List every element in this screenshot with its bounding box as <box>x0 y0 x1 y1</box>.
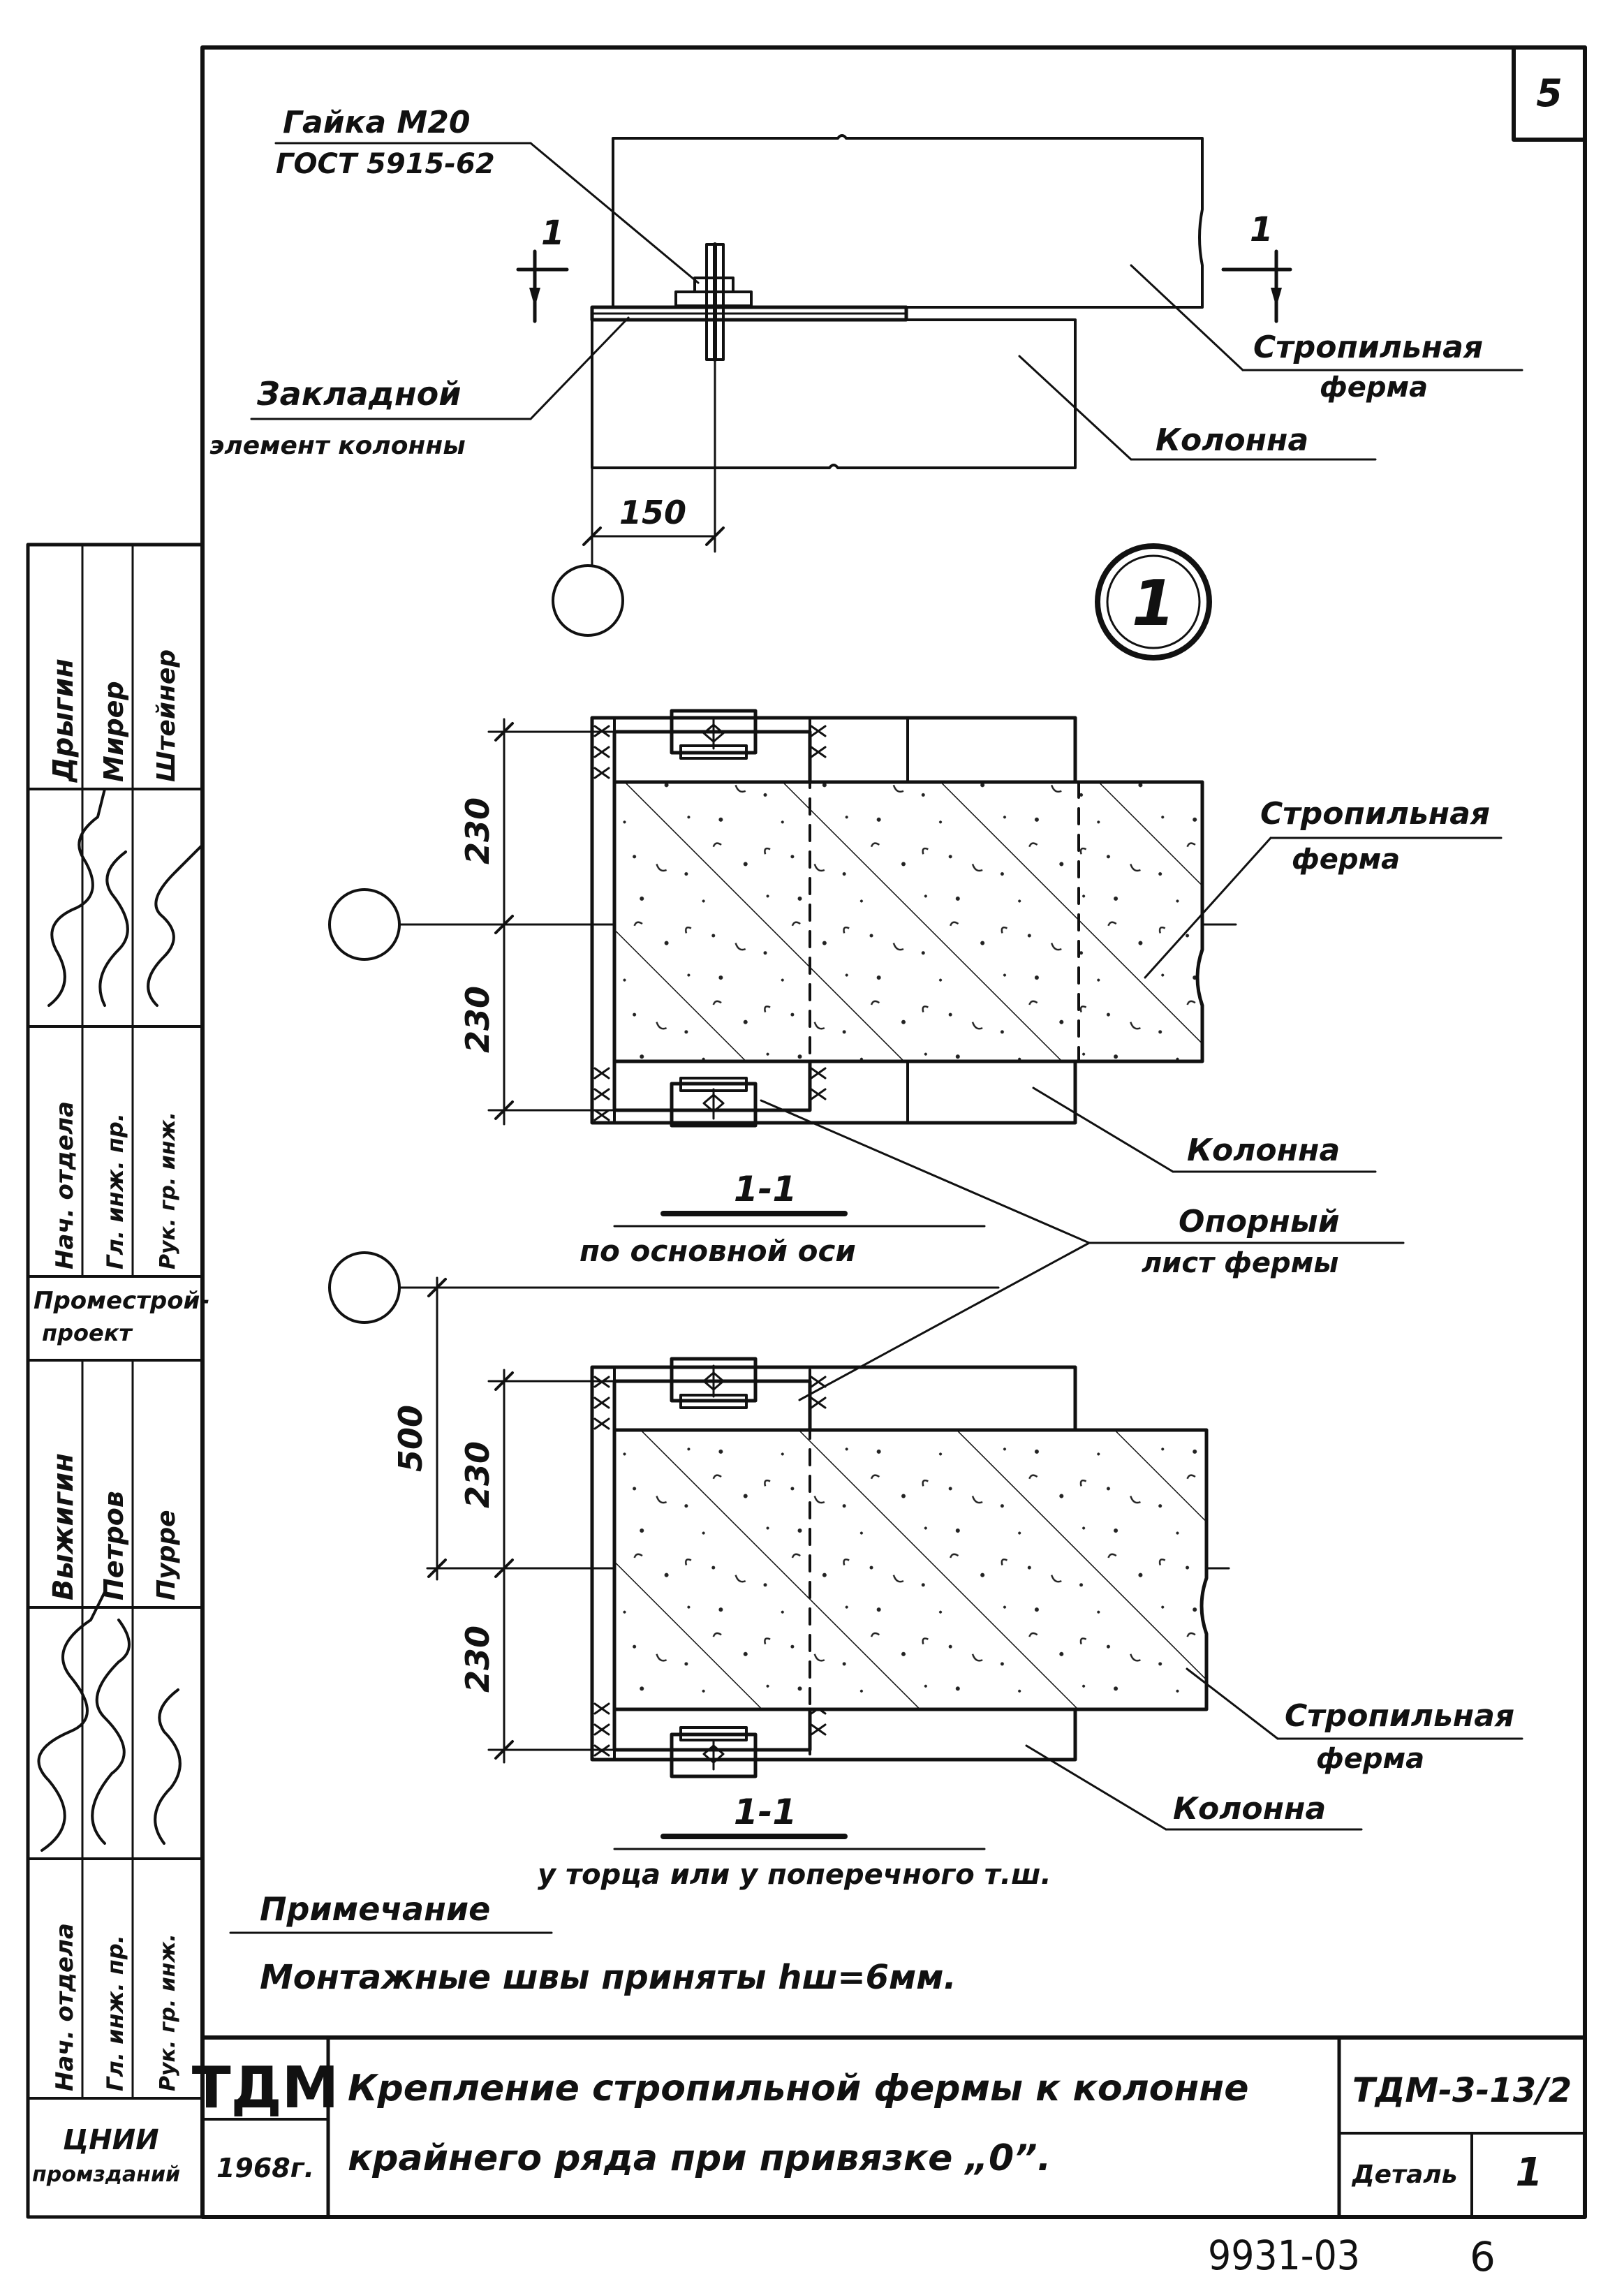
section-mark-right: 1 <box>1221 210 1292 323</box>
stamp-name-1: Дрыгин <box>47 658 80 783</box>
embed-label-1: Закладной <box>256 375 461 413</box>
truss-label-end-1: Стропильная <box>1285 1698 1514 1734</box>
footer: 9931-03 6 <box>1208 2232 1496 2281</box>
stamp-org-2: проект <box>42 1320 133 1346</box>
stamp-role-b1: Нач. отдела <box>51 1923 79 2091</box>
section-main: 230 230 Стропильная ферма Колонна 1-1 по… <box>328 709 1503 1268</box>
section-main-subtitle: по основной оси <box>580 1234 856 1268</box>
nut-standard: ГОСТ 5915-62 <box>276 148 495 180</box>
signature-3 <box>147 843 204 1007</box>
stamp-role-a2: Гл. инж. пр. <box>102 1113 128 1269</box>
signature-2 <box>98 850 129 1007</box>
stamp-name-6: Пурре <box>152 1510 181 1600</box>
section-mark-left: 1 <box>516 214 569 323</box>
section-end-title: 1-1 <box>734 1792 797 1832</box>
axis-bubble-top <box>552 564 624 637</box>
detail-marker-label: 1 <box>1132 567 1176 640</box>
axis-bubble-end <box>328 1251 401 1324</box>
truss-label-main-2: ферма <box>1292 843 1400 876</box>
stamp-org-1: Проместрой- <box>34 1287 210 1315</box>
column-label-top: Колонна <box>1156 422 1308 458</box>
drawing-code: ТДМ-3-13/2 <box>1352 2071 1572 2110</box>
truss-label-top-1: Стропильная <box>1253 330 1483 365</box>
note-text: Монтажные швы приняты hш=6мм. <box>260 1958 957 1997</box>
title-line-1: Крепление стропильной фермы к колонне <box>348 2068 1249 2109</box>
embed-label-2: элемент колонны <box>209 432 466 460</box>
dim-end-top: 230 <box>459 1441 496 1508</box>
section-mark-left-label: 1 <box>541 214 564 253</box>
stamp-name-5: Петров <box>98 1491 129 1600</box>
support-plate-callout: Опорный лист фермы <box>760 1099 1405 1401</box>
stamp-org2-1: ЦНИИ <box>63 2124 159 2156</box>
detail-number: 1 <box>1516 2150 1543 2195</box>
detail-label: Деталь <box>1352 2160 1458 2189</box>
signature-4 <box>37 1591 106 1852</box>
footer-page: 6 <box>1470 2233 1496 2281</box>
dim-main-top: 230 <box>459 797 496 864</box>
sheet-number: 5 <box>1536 71 1563 115</box>
stamp-org2-2: промзданий <box>32 2163 180 2187</box>
truss-label-main-1: Стропильная <box>1260 796 1490 832</box>
dim-150-label: 150 <box>619 494 686 531</box>
tdm-logo: ТДМ <box>192 2055 339 2121</box>
support-plate-label-1: Опорный <box>1179 1204 1340 1239</box>
support-plate-label-2: лист фермы <box>1142 1247 1338 1279</box>
stamp-name-2: Мирер <box>98 681 129 782</box>
note: Примечание Монтажные швы приняты hш=6мм. <box>229 1890 957 1997</box>
section-main-title: 1-1 <box>734 1169 797 1209</box>
dim-main-bottom: 230 <box>459 986 496 1053</box>
title-year: 1968г. <box>216 2153 314 2183</box>
detail-marker: 1 <box>1095 543 1212 661</box>
dim-end-500: 500 <box>392 1405 429 1472</box>
side-stamp: Дрыгин Мирер Штейнер Нач. отдела Гл. инж… <box>26 543 210 2219</box>
signature-6 <box>154 1688 182 1845</box>
stamp-name-3: Штейнер <box>152 649 181 782</box>
title-line-2: крайнего ряда при привязке „0”. <box>348 2137 1051 2179</box>
nut-label: Гайка М20 <box>283 105 470 140</box>
top-view: 1 1 150 1 Гайка М20 ГОСТ 5915 <box>209 105 1523 661</box>
dim-end-bottom: 230 <box>459 1626 496 1693</box>
truss-label-top-2: ферма <box>1320 371 1428 404</box>
stamp-role-b2: Гл. инж. пр. <box>102 1935 128 2091</box>
signature-5 <box>91 1619 131 1845</box>
footer-number: 9931-03 <box>1208 2232 1360 2279</box>
column-label-end: Колонна <box>1173 1791 1326 1827</box>
column-label-main: Колонна <box>1187 1133 1340 1168</box>
signature-1 <box>47 788 106 1007</box>
title-block: ТДМ 1968г. Крепление стропильной фермы к… <box>192 2035 1587 2219</box>
stamp-name-4: Выжигин <box>47 1453 80 1600</box>
section-end: 500 230 230 Стропильная ферма Колонна 1-… <box>328 1251 1523 1891</box>
stamp-role-a1: Нач. отдела <box>51 1101 79 1269</box>
stamp-role-b3: Рук. гр. инж. <box>156 1933 180 2091</box>
note-heading: Примечание <box>260 1890 490 1928</box>
truss-label-end-2: ферма <box>1316 1743 1424 1775</box>
dimension-150: 150 <box>582 358 725 567</box>
stamp-role-a3: Рук. гр. инж. <box>156 1112 180 1269</box>
axis-bubble-main <box>328 888 401 961</box>
section-end-subtitle: у торца или у поперечного т.ш. <box>538 1859 1051 1891</box>
section-mark-right-label: 1 <box>1250 210 1273 249</box>
